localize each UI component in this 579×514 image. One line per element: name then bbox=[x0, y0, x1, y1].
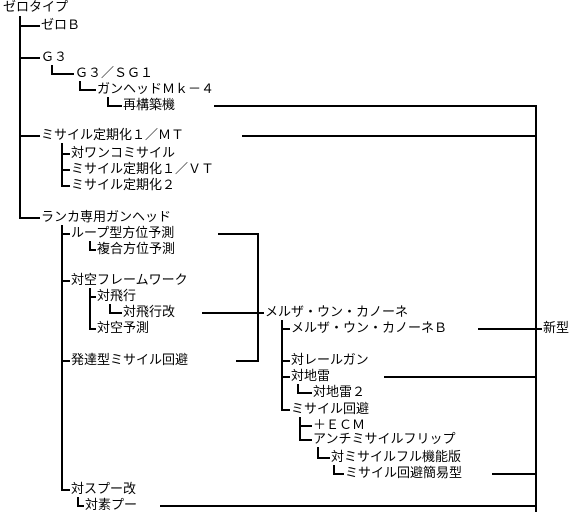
node-hattatsu-missile: 発達型ミサイル回避 bbox=[70, 353, 190, 368]
node-tai-jirai: 対地雷 bbox=[290, 369, 332, 384]
connector-loop-to-hattatsu bbox=[218, 233, 259, 362]
node-g3: Ｇ３ bbox=[40, 50, 69, 65]
node-zero-b: ゼロＢ bbox=[40, 18, 82, 33]
node-fukugou-houi: 複合方位予測 bbox=[96, 242, 177, 257]
node-g3-sg1: Ｇ３／ＳＧ１ bbox=[74, 66, 155, 81]
connector-lanka-children bbox=[61, 224, 70, 491]
node-lanka-gunhead: ランカ専用ガンヘッド bbox=[40, 210, 173, 225]
node-tai-jirai-2: 対地雷２ bbox=[312, 385, 367, 400]
connector-gunhead-mk4 bbox=[79, 80, 96, 91]
node-tai-sopu: 対素プー bbox=[84, 498, 139, 513]
node-anti-missile-flip: アンチミサイルフリップ bbox=[312, 432, 457, 447]
node-missile-teiki-mt: ミサイル定期化１／ＭＴ bbox=[40, 128, 186, 143]
connector-root-trunk bbox=[19, 16, 40, 219]
node-rekouchiku: 再構築機 bbox=[122, 98, 177, 113]
node-gunhead-mk4: ガンヘッドＭｋ－４ bbox=[96, 82, 216, 97]
connector-rekouchiku bbox=[107, 96, 122, 107]
node-taikuu-yosoku: 対空予測 bbox=[96, 321, 151, 336]
node-missile-kaihi: ミサイル回避 bbox=[290, 402, 371, 417]
connector-g3-sg1 bbox=[51, 64, 74, 75]
node-melza-b: メルザ・ウン・カノーネＢ bbox=[290, 321, 449, 336]
node-tai-missile-full: 対ミサイルフル機能版 bbox=[330, 450, 463, 465]
node-tai-rail: 対レールガン bbox=[290, 353, 370, 368]
connector-missile-kaihi-children bbox=[299, 416, 312, 441]
connector-missile-kaihi-kan bbox=[333, 464, 344, 475]
node-tai-spoo-kai: 対スプー改 bbox=[70, 482, 138, 497]
node-missile-kaihi-kan: ミサイル回避簡易型 bbox=[344, 466, 464, 481]
connector-mt-children bbox=[61, 142, 70, 187]
connector-tai-sopu bbox=[77, 496, 84, 507]
node-tai-wankomi: 対ワンコミサイル bbox=[70, 146, 177, 161]
connector-fukugou-houi bbox=[89, 240, 96, 251]
node-root: ゼロタイプ bbox=[2, 0, 70, 15]
connector-melza-children bbox=[281, 319, 290, 411]
node-taihikou: 対飛行 bbox=[96, 289, 138, 304]
node-ecm: ＋ＥＣＭ bbox=[312, 418, 367, 433]
connector-tai-jirai-2 bbox=[297, 383, 312, 394]
connector-taihikou-kai bbox=[109, 303, 122, 314]
connector-tai-missile-full bbox=[317, 446, 330, 459]
node-taihikou-kai: 対飛行改 bbox=[122, 305, 177, 320]
node-taikuu-frame: 対空フレームワーク bbox=[70, 273, 189, 288]
node-missile-teiki-2: ミサイル定期化２ bbox=[70, 178, 177, 193]
connector-taikuu-frame-children bbox=[89, 287, 96, 330]
node-melza: メルザ・ウン・カノーネ bbox=[264, 305, 410, 320]
node-shingata: 新型 bbox=[542, 321, 571, 336]
node-loop-houi: ループ型方位予測 bbox=[70, 226, 176, 241]
node-missile-teiki-vt: ミサイル定期化１／ＶＴ bbox=[70, 162, 216, 177]
